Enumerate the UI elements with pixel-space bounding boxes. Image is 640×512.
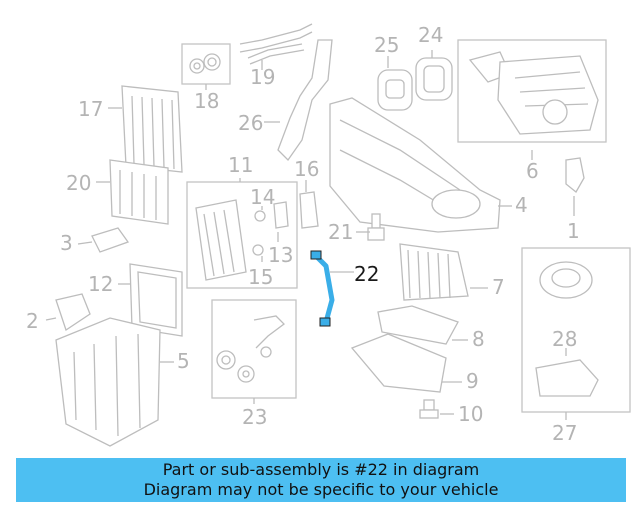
banner-line-1: Part or sub-assembly is #22 in diagram: [162, 460, 480, 479]
part-10-grommet: [419, 399, 439, 419]
callout-11: 11: [228, 153, 253, 177]
part-27-blower: [539, 261, 593, 299]
part-2-actuator: [55, 293, 91, 332]
group-box-11: [186, 181, 298, 289]
part-6-assembly: [468, 51, 599, 135]
callout-2: 2: [26, 309, 39, 333]
callout-7: 7: [492, 275, 505, 299]
callout-21: 21: [328, 220, 353, 244]
callout-8: 8: [472, 327, 485, 351]
group-box-23: [211, 299, 297, 399]
part-13-valve: [273, 201, 289, 229]
part-15-oring: [252, 244, 264, 256]
callout-25: 25: [374, 33, 399, 57]
callout-12: 12: [88, 272, 113, 296]
part-11-assembly: [195, 199, 247, 281]
callout-28: 28: [552, 327, 577, 351]
part-3-sensor: [91, 227, 130, 253]
part-26-bracket: [277, 39, 333, 162]
callout-9: 9: [466, 369, 479, 393]
group-box-6: [457, 39, 607, 143]
part-24-seal: [415, 57, 453, 101]
info-banner: Part or sub-assembly is #22 in diagram D…: [16, 458, 626, 502]
callout-22[interactable]: 22: [354, 262, 379, 286]
callout-3: 3: [60, 231, 73, 255]
part-12-frame: [129, 263, 183, 337]
part-5-housing: [55, 317, 161, 447]
part-22-pipe[interactable]: [310, 250, 335, 327]
part-9-insulator: [350, 333, 447, 393]
part-14-oring: [254, 210, 266, 222]
callout-16: 16: [294, 157, 319, 181]
part-1-bracket: [565, 157, 585, 193]
callout-27: 27: [552, 421, 577, 445]
callout-23: 23: [242, 405, 267, 429]
part-7-filter: [399, 243, 469, 301]
part-23-assembly: [216, 315, 285, 383]
callout-18: 18: [194, 89, 219, 113]
part-17-heater-core: [121, 85, 183, 173]
callout-10: 10: [458, 402, 483, 426]
callout-20: 20: [66, 171, 91, 195]
callout-24: 24: [418, 23, 443, 47]
part-8-seal: [377, 305, 459, 345]
callout-26: 26: [238, 111, 263, 135]
callout-5: 5: [177, 349, 190, 373]
callout-1: 1: [567, 219, 580, 243]
callout-6: 6: [526, 159, 539, 183]
callout-4: 4: [515, 193, 528, 217]
leader-lines: [45, 50, 575, 420]
part-28-resistor: [535, 359, 599, 397]
part-25-seal: [377, 69, 413, 111]
part-19-pipes: [239, 23, 313, 65]
callout-13: 13: [268, 243, 293, 267]
part-16-bracket: [299, 191, 319, 229]
callout-15: 15: [248, 265, 273, 289]
part-20-evaporator: [109, 159, 169, 225]
group-box-27: [521, 247, 631, 413]
part-4-housing: [329, 97, 501, 233]
callout-14: 14: [250, 185, 275, 209]
banner-line-2: Diagram may not be specific to your vehi…: [143, 480, 499, 499]
part-21-valve: [367, 213, 385, 241]
part-18-clips: [189, 53, 221, 74]
callout-19: 19: [250, 65, 275, 89]
callout-17: 17: [78, 97, 103, 121]
